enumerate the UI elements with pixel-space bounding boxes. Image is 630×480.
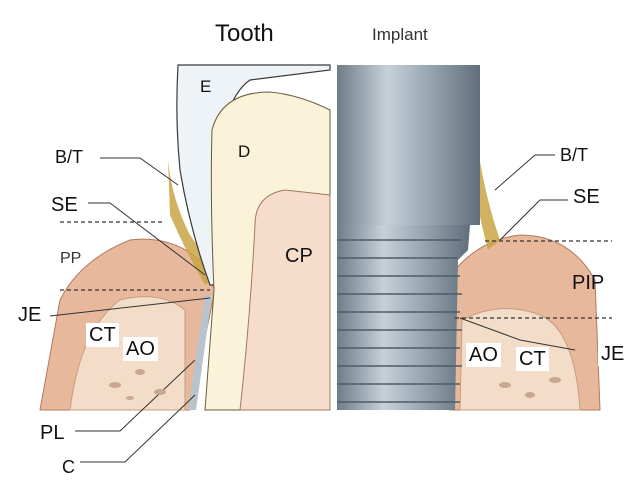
bt-left-label: B/T [55,148,83,166]
ao-right-label: AO [466,343,501,367]
pp-label: PP [60,251,81,267]
tooth-header: Tooth [212,20,277,48]
ct-right-label: CT [516,347,549,371]
se-right-label: SE [570,185,603,209]
bt-right-label: B/T [560,146,588,164]
je-right-label: JE [598,342,627,366]
pl-label: PL [37,421,67,445]
enamel-label: E [200,78,211,95]
se-left-label: SE [48,193,81,217]
implant-abutment [337,65,480,225]
ct-left-label: CT [86,323,119,347]
implant-header: Implant [372,26,428,43]
ao-left-label: AO [123,337,158,361]
pulp-label: CP [285,246,313,266]
implant-fixture [337,225,470,410]
dentin-label: D [238,143,250,160]
je-left-label: JE [15,303,44,327]
pip-label: PIP [572,273,604,293]
c-label: C [62,458,75,476]
